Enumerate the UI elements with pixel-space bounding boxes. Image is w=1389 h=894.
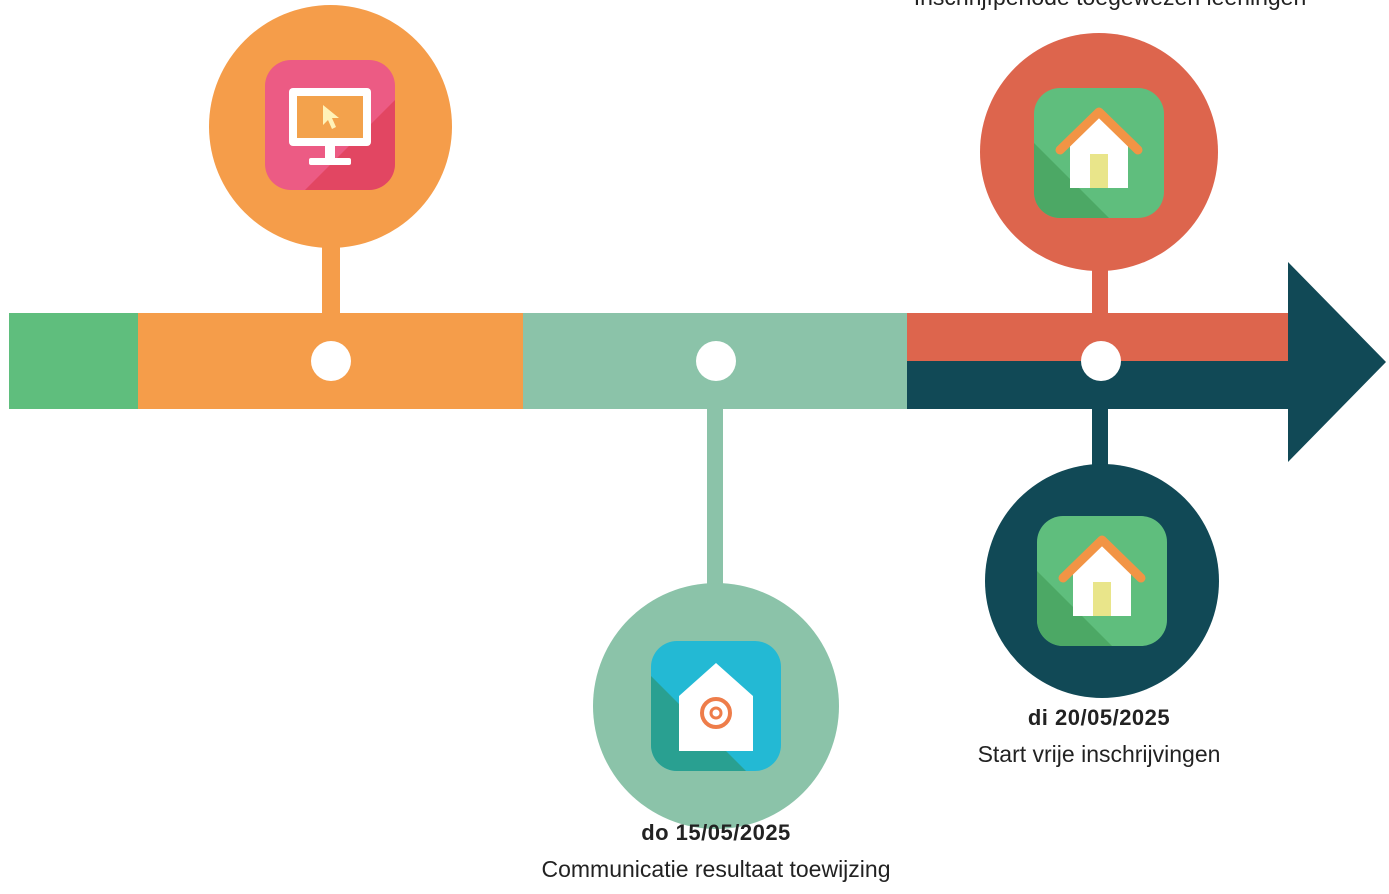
event-1-circle — [209, 5, 452, 248]
event-3-stem — [1092, 250, 1108, 350]
timeline-segment-green — [9, 313, 138, 409]
event-2-marker-dot — [696, 341, 736, 381]
event-2-date: do 15/05/2025 — [641, 820, 791, 845]
event-4-description: Start vrije inschrijvingen — [977, 741, 1221, 767]
event-4-stem — [1092, 380, 1108, 490]
house-icon — [1034, 88, 1164, 218]
event-4-date: di 20/05/2025 — [1027, 705, 1171, 730]
event-2-circle — [593, 583, 839, 829]
event-2-description: Communicatie resultaat toewijzing — [541, 856, 891, 882]
event-3-marker-dot — [1081, 341, 1121, 381]
event-3-circle — [980, 33, 1218, 271]
timeline-arrow-head — [1288, 262, 1386, 462]
event-4-label: di 20/05/2025 Start vrije inschrijvingen — [949, 705, 1249, 768]
email-house-icon — [651, 641, 781, 771]
event-2-stem — [707, 380, 723, 600]
computer-monitor-icon — [265, 60, 395, 190]
event-1-stem — [322, 228, 340, 338]
event-1-marker-dot — [311, 341, 351, 381]
event-2-label: do 15/05/2025 Communicatie resultaat toe… — [466, 820, 966, 883]
house-icon — [1037, 516, 1167, 646]
event-4-circle — [985, 464, 1219, 698]
event-3-description: Inschrijfperiode toegewezen leerlingen — [760, 0, 1389, 11]
